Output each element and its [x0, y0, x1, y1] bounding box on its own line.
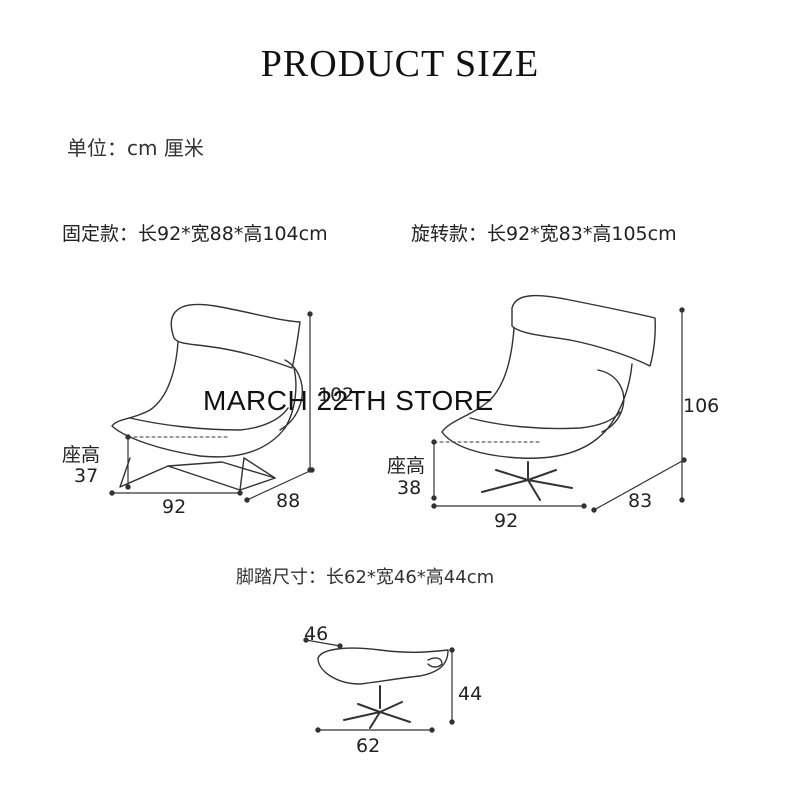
- footstool-width-label: 46: [304, 623, 329, 645]
- fixed-seat-height-value: 37: [74, 465, 99, 487]
- store-watermark: MARCH 22TH STORE: [203, 385, 494, 416]
- footstool-spec: 脚踏尺寸：长62*宽46*高44cm: [236, 567, 495, 588]
- swivel-height-label: 106: [683, 395, 720, 417]
- fixed-height-label: 102: [318, 384, 355, 406]
- fixed-length-label: 92: [162, 496, 187, 518]
- unit-note: 单位：cm 厘米: [67, 136, 204, 160]
- swivel-model-spec: 旋转款：长92*宽83*高105cm: [411, 223, 677, 245]
- fixed-model-spec: 固定款：长92*宽88*高104cm: [62, 223, 328, 245]
- swivel-length-label: 92: [494, 510, 519, 532]
- footstool-length-label: 62: [356, 735, 381, 757]
- footstool-height-label: 44: [458, 683, 483, 705]
- fixed-width-label: 88: [276, 490, 301, 512]
- swivel-seat-height-cn: 座高: [387, 455, 426, 477]
- fixed-chair-drawing: [111, 303, 303, 491]
- footstool-drawing: [317, 647, 449, 729]
- swivel-width-label: 83: [628, 490, 653, 512]
- swivel-seat-height-value: 38: [397, 477, 422, 499]
- page-title: PRODUCT SIZE: [260, 43, 540, 85]
- swivel-chair-drawing: [441, 294, 656, 501]
- fixed-seat-height-cn: 座高: [62, 444, 101, 466]
